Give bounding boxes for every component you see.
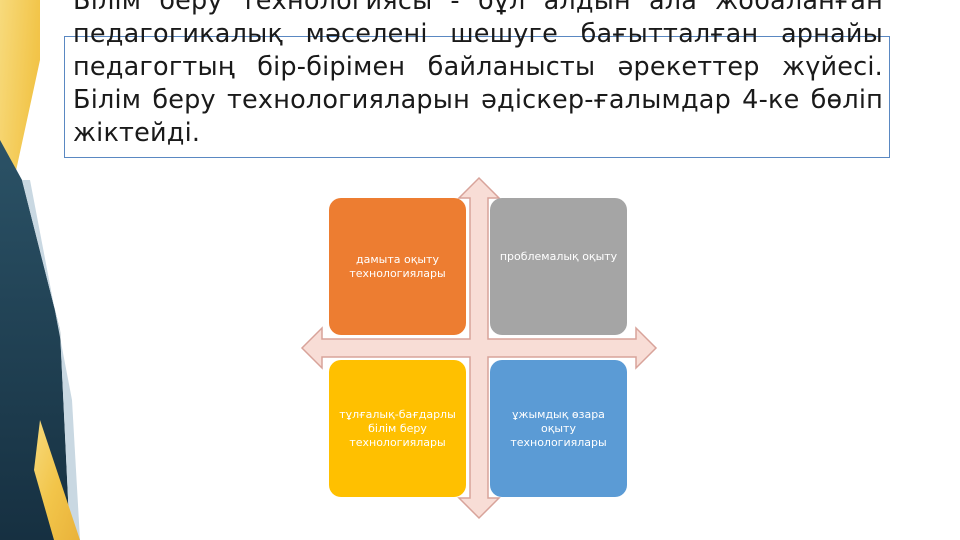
box-label: дамыта оқыту технологиялары bbox=[349, 252, 446, 280]
box-label: проблемалық оқыту bbox=[499, 249, 618, 263]
light-stripe bbox=[22, 180, 80, 540]
four-way-arrow bbox=[300, 176, 658, 520]
box-label: тұлғалық-бағдарлы білім беру технологиял… bbox=[339, 407, 456, 449]
box-developmental-learning: дамыта оқыту технологиялары bbox=[329, 198, 466, 335]
box-label: ұжымдық өзара оқыту технологиялары bbox=[510, 407, 607, 449]
body-paragraph: Білім беру технологиясы - бұл алдын ала … bbox=[73, 0, 883, 148]
highlight-frame bbox=[64, 36, 890, 158]
box-problem-learning: проблемалық оқыту bbox=[490, 198, 627, 335]
box-person-oriented: тұлғалық-бағдарлы білім беру технологиял… bbox=[329, 360, 466, 497]
dark-panel bbox=[0, 140, 70, 540]
box-collective-mutual: ұжымдық өзара оқыту технологиялары bbox=[490, 360, 627, 497]
gold-stripe-lower bbox=[34, 420, 80, 540]
four-way-arrow-shape bbox=[300, 176, 658, 520]
